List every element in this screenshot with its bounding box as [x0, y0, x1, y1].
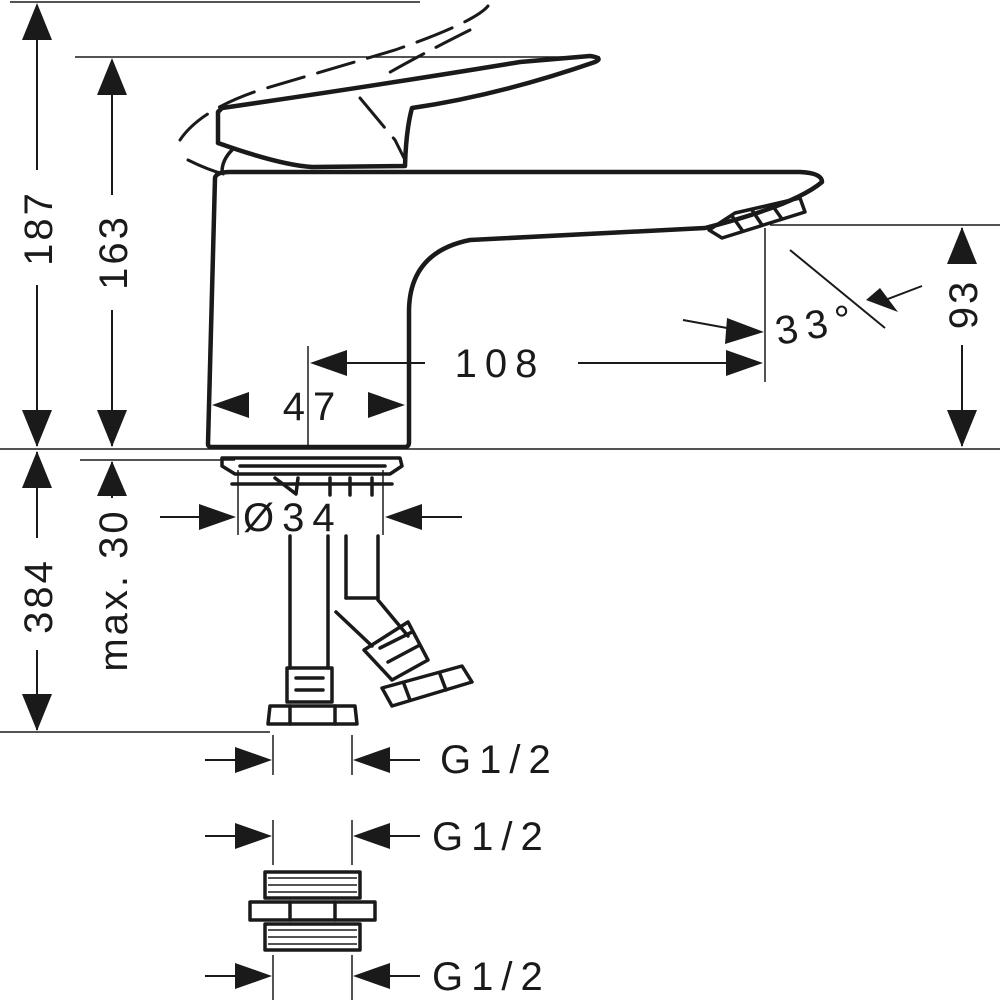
- dimension-label-g12-hose: G1/2: [440, 738, 559, 782]
- dimension-384: 384: [17, 451, 61, 731]
- dimension-label-g12-adapter-bottom: G1/2: [432, 955, 551, 999]
- faucet-lever: [215, 53, 601, 174]
- dimension-label-g12-adapter-top: G1/2: [432, 815, 551, 859]
- adapter-fitting: [248, 870, 377, 952]
- dimension-g12-adapter-bottom: G1/2: [205, 955, 551, 999]
- dimension-g12-hose: G1/2: [205, 738, 559, 782]
- dimension-label-angle: 33°: [772, 296, 863, 354]
- faucet-body: [205, 169, 825, 450]
- dimension-label-384: 384: [17, 558, 61, 634]
- dimension-max-30: max. 30: [92, 461, 136, 672]
- dimension-angle-33: 33°: [682, 249, 923, 354]
- dimension-label-diameter: Ø34: [243, 496, 343, 540]
- dimension-g12-adapter-top: G1/2: [205, 815, 551, 859]
- supply-hose-straight: [266, 534, 359, 726]
- dimension-label-47: 47: [283, 385, 344, 429]
- dimension-label-187: 187: [17, 190, 61, 266]
- dimension-108: 108: [310, 342, 763, 386]
- dimension-93: 93: [942, 227, 986, 447]
- dimension-47: 47: [212, 385, 405, 429]
- dimension-label-93: 93: [942, 279, 986, 330]
- dimension-label-max-30: max. 30: [92, 508, 136, 671]
- dimension-label-108: 108: [455, 342, 546, 386]
- dimension-diameter-34: Ø34: [160, 496, 462, 540]
- dimension-163: 163: [92, 58, 136, 447]
- lever-swing-outline: [178, 4, 490, 178]
- dimension-label-163: 163: [92, 214, 136, 290]
- supply-hose-bent: [334, 534, 474, 708]
- dimension-187: 187: [17, 3, 61, 447]
- mounting-nut: [220, 456, 404, 497]
